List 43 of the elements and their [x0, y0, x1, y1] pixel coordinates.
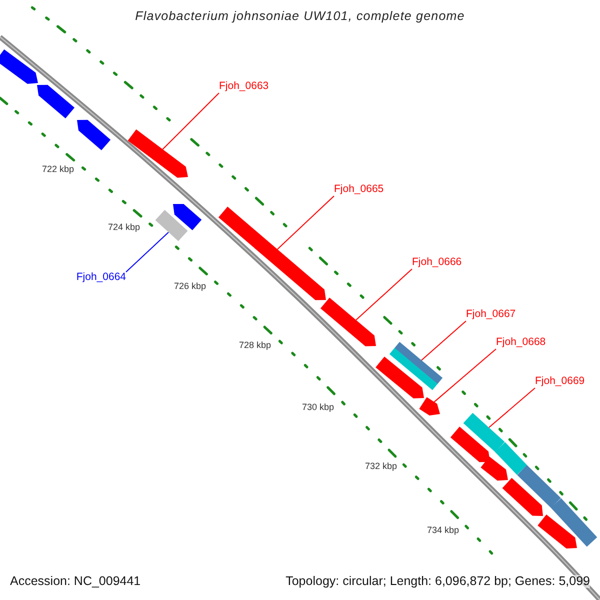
gene-feature	[419, 397, 440, 416]
gene-feature	[538, 514, 577, 548]
gene-feature	[77, 120, 111, 150]
gene-feature	[173, 204, 202, 230]
gene-feature	[128, 129, 188, 178]
gene-bar	[550, 498, 598, 547]
gene-label: Fjoh_0668	[496, 337, 546, 349]
gene-feature	[218, 206, 326, 300]
scale-label: 724 kbp	[108, 223, 140, 232]
gene-feature	[480, 456, 508, 481]
scale-label: 726 kbp	[174, 282, 206, 291]
gene-label: Fjoh_0669	[535, 376, 585, 388]
gene-bar	[394, 342, 443, 384]
gene-label: Fjoh_0666	[412, 257, 462, 269]
gene-feature	[320, 298, 376, 346]
gene-feature	[0, 49, 38, 84]
gene-bar	[494, 442, 528, 475]
leader-line	[434, 348, 496, 402]
gene-label: Fjoh_0663	[219, 81, 269, 93]
chart-title: Flavobacterium johnsoniae UW101, complete genome	[134, 10, 466, 22]
leader-line	[276, 196, 334, 250]
gene-bar	[155, 210, 188, 242]
gene-feature	[37, 84, 75, 118]
scale-label: 730 kbp	[302, 403, 334, 412]
gene-bar	[463, 412, 505, 452]
gene-label: Fjoh_0665	[334, 184, 384, 196]
leader-line	[356, 268, 412, 321]
gene-feature	[502, 478, 543, 516]
leader-line	[488, 388, 536, 428]
scale-label: 722 kbp	[42, 165, 74, 174]
gene-bar	[517, 464, 561, 508]
gene-bar	[389, 348, 438, 390]
gene-label: Fjoh_0664	[76, 272, 126, 284]
scale-label: 732 kbp	[365, 462, 398, 471]
accession-text: Accession: NC_009441	[10, 575, 141, 588]
genome-summary-text: Topology: circular; Length: 6,096,872 bp; Genes: 5,099	[286, 575, 590, 588]
leader-line	[126, 232, 169, 272]
gene-label: Fjoh_0667	[466, 309, 516, 321]
scale-label: 734 kbp	[427, 526, 460, 535]
gene-feature	[450, 426, 490, 462]
scale-label: 728 kbp	[239, 341, 272, 350]
gene-feature	[376, 356, 424, 398]
leader-line	[162, 92, 220, 150]
